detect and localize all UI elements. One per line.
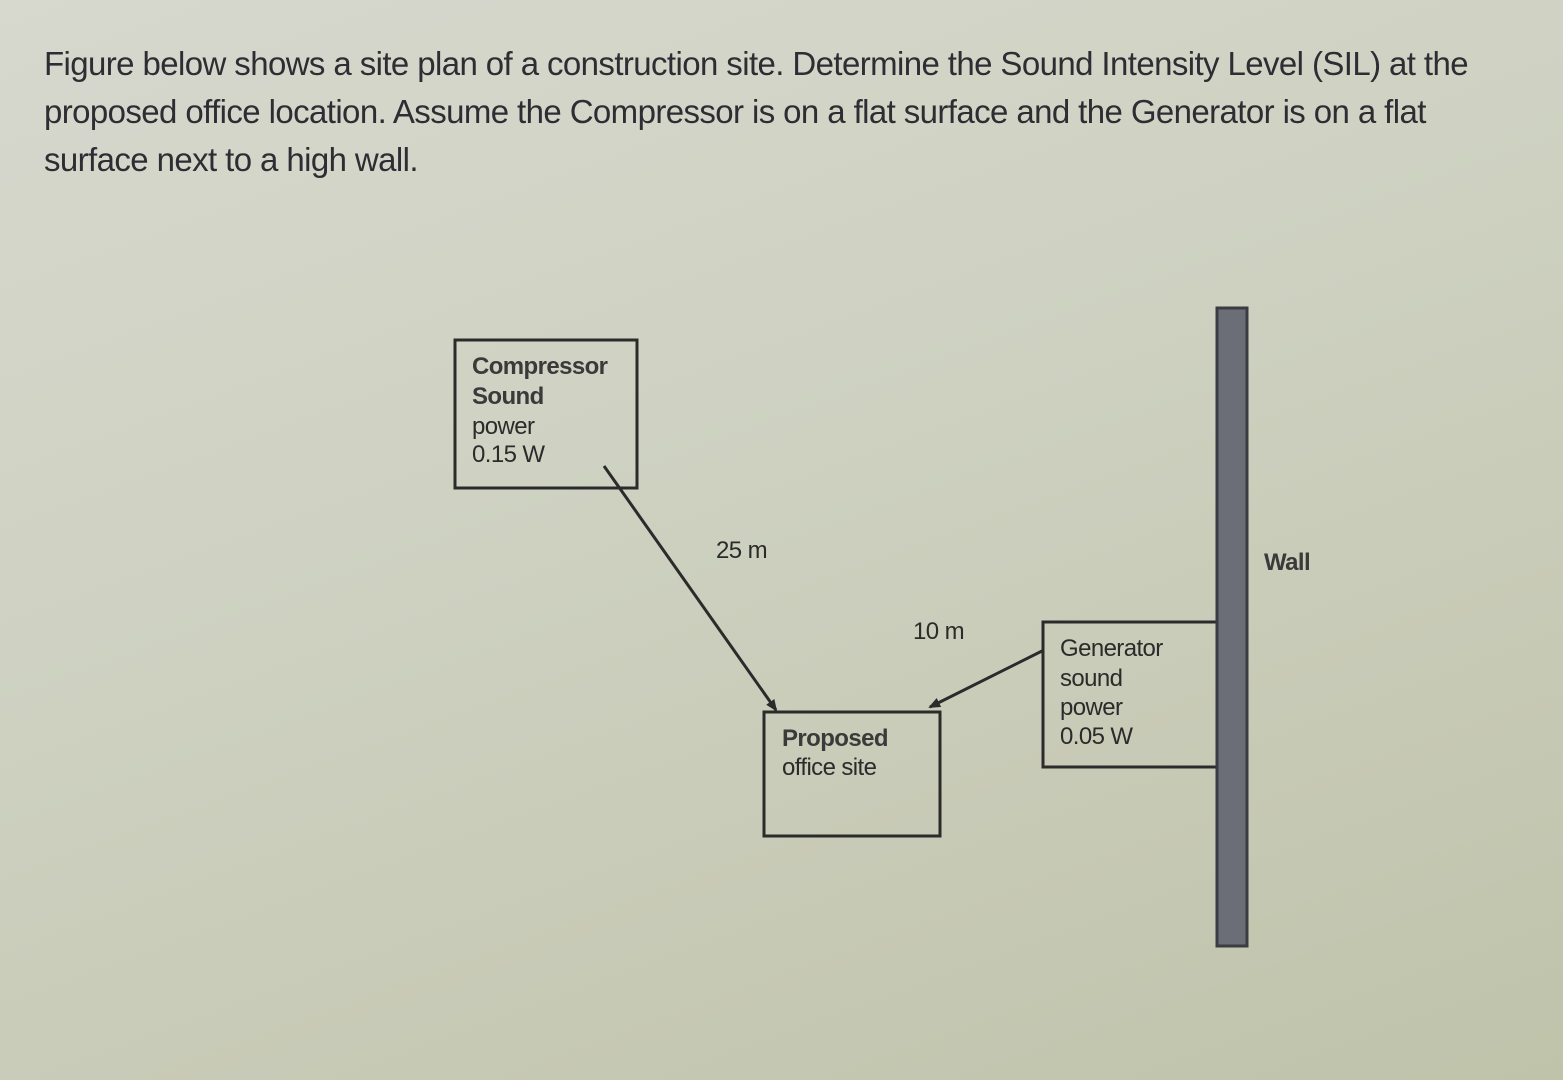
compressor-power-value: 0.15 W [472, 441, 545, 468]
compressor-box: Compressor Sound power 0.15 W [453, 338, 639, 490]
office-label-line-2: office site [782, 754, 877, 781]
generator-label-line-2: sound [1060, 665, 1122, 692]
compressor-to-office-line [602, 465, 778, 712]
generator-power-value: 0.05 W [1060, 723, 1133, 750]
distance-label-25m: 25 m [716, 537, 767, 564]
generator-to-office-line [928, 648, 1045, 709]
wall-label: Wall [1264, 549, 1310, 576]
office-label-line-1: Proposed [782, 725, 888, 752]
wall [1215, 306, 1249, 948]
generator-box: Generator sound power 0.05 W [1041, 620, 1221, 769]
distance-label-10m: 10 m [913, 618, 964, 645]
compressor-label-line-1: Compressor [472, 353, 608, 380]
compressor-label-line-2: Sound [472, 383, 544, 410]
generator-label-line-3: power [1060, 694, 1123, 721]
generator-label-line-1: Generator [1060, 635, 1163, 662]
compressor-label-line-3: power [472, 413, 535, 440]
question-text: Figure below shows a site plan of a cons… [44, 45, 1469, 178]
office-box: Proposed office site [762, 710, 942, 838]
